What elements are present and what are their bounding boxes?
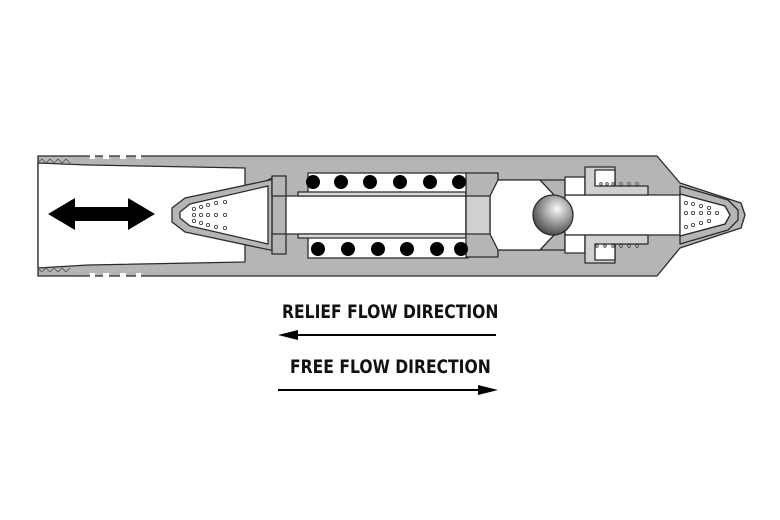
filter-holes xyxy=(191,182,720,248)
relief-arrow-icon xyxy=(278,330,496,340)
free-flow-arrow-icon xyxy=(278,385,498,395)
spring-chamber-bottom xyxy=(307,236,469,259)
center-bore xyxy=(285,195,467,235)
bidirectional-arrow-icon xyxy=(48,198,155,230)
free-flow-label: FREE FLOW DIRECTION xyxy=(290,356,491,378)
spring-chamber-top xyxy=(307,172,469,194)
outlet-chamber xyxy=(564,194,681,236)
relief-flow-label: RELIEF FLOW DIRECTION xyxy=(282,301,499,323)
spring-coils xyxy=(306,175,468,256)
body-notches xyxy=(90,155,141,277)
check-ball xyxy=(532,194,574,236)
threads xyxy=(37,158,71,273)
